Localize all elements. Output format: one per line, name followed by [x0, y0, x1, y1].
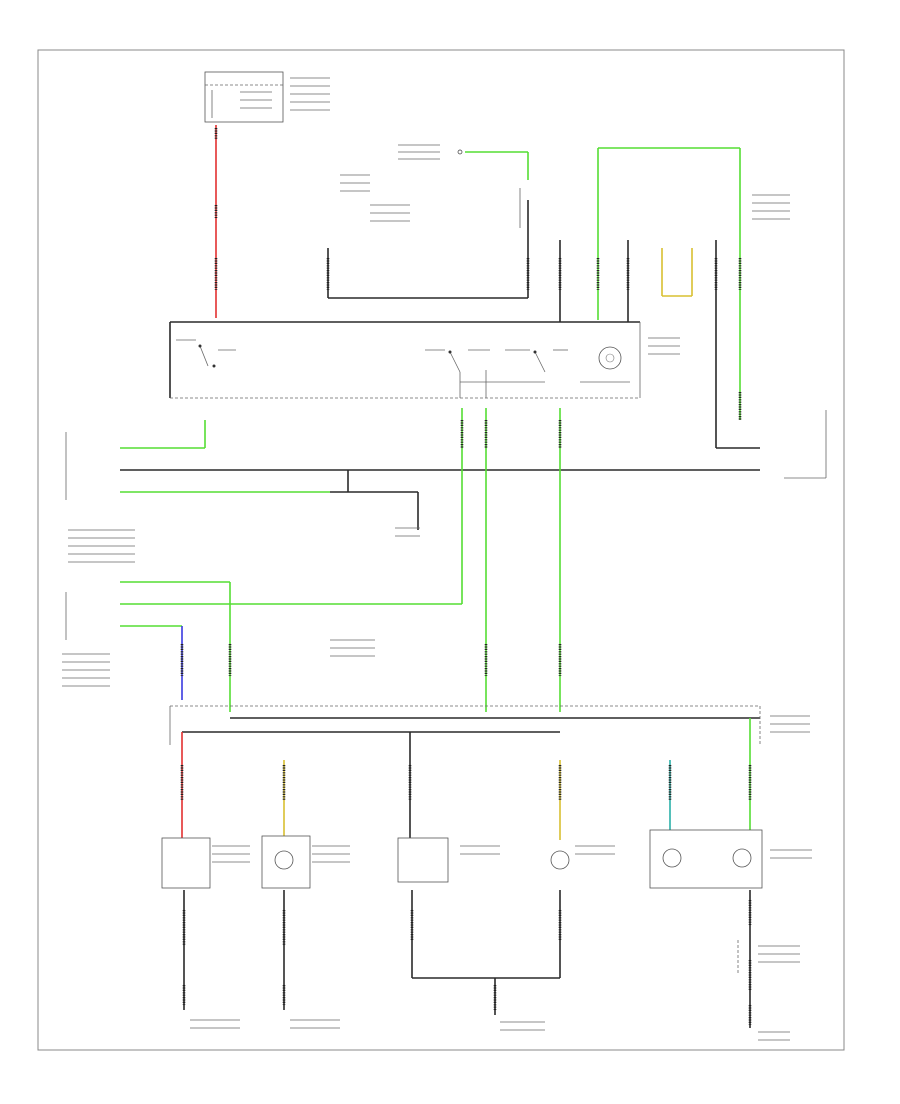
lamp-icon — [274, 850, 294, 870]
lamp-icon — [662, 848, 682, 868]
lower-left-connector — [62, 529, 462, 712]
upper-switch-wires — [326, 144, 530, 299]
lamp-units — [161, 829, 812, 889]
lamp-icon — [732, 848, 752, 868]
fuse-block — [204, 71, 330, 123]
lamp-drops — [180, 718, 752, 840]
illumination-lamp-icon — [598, 346, 622, 370]
lamp-icon — [550, 850, 570, 870]
diagram-frame — [37, 49, 845, 1051]
ground-wires — [182, 890, 800, 1041]
main-bus — [65, 410, 827, 537]
green-drops — [460, 408, 562, 712]
right-green-loop — [558, 147, 790, 448]
switch-module — [169, 321, 680, 399]
distribution-bus — [169, 705, 810, 745]
